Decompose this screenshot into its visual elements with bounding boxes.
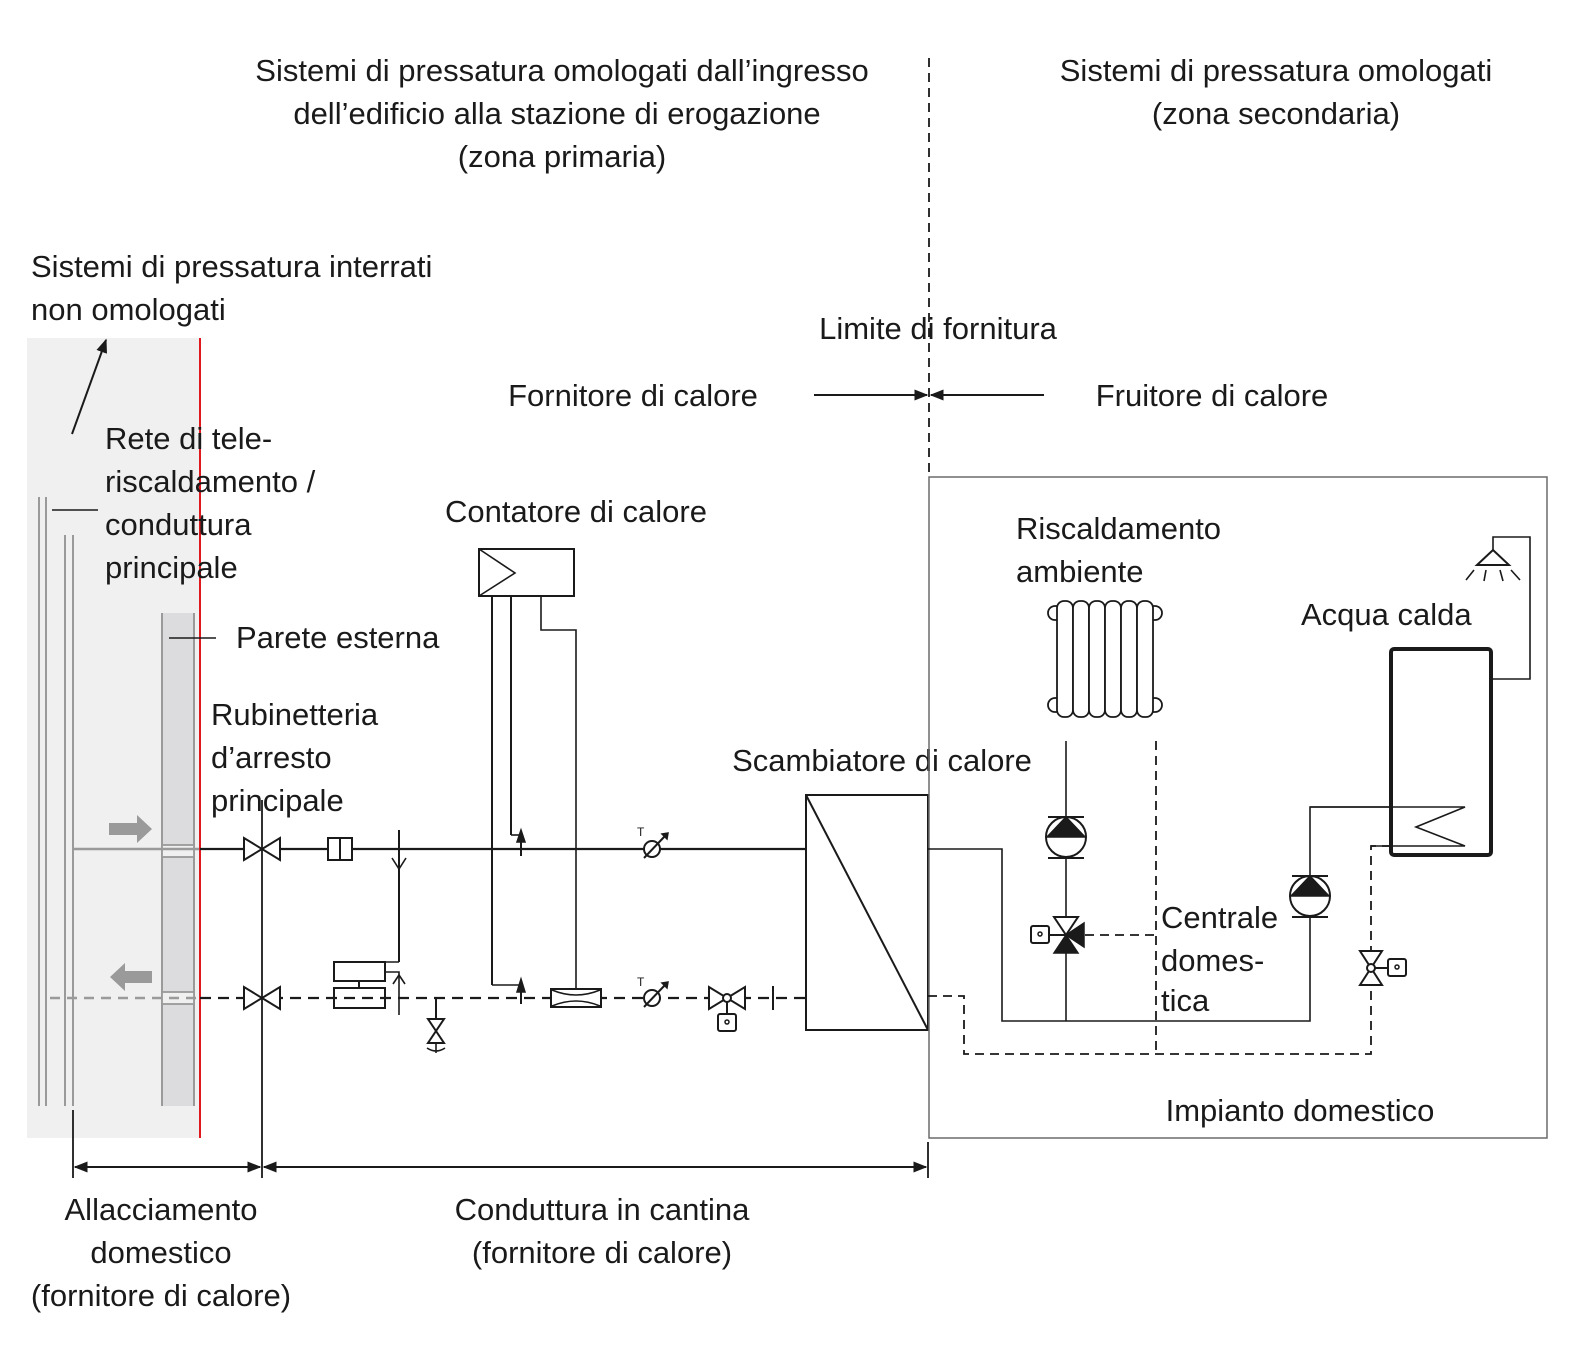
temperature-sensor-mark: T xyxy=(637,975,645,989)
cellar-pipe-line1: Conduttura in cantina xyxy=(455,1192,750,1227)
shower-head-icon xyxy=(1465,548,1521,582)
home-station-line2: domes- xyxy=(1161,943,1264,978)
radiator-column xyxy=(1136,600,1154,718)
cellar-pipe-line2: (fornitore di calore) xyxy=(472,1235,732,1270)
motorized-valve-icon xyxy=(708,985,746,1032)
network-label-line2: riscaldamento / xyxy=(105,464,316,499)
heat-exchanger-label: Scambiatore di calore xyxy=(732,743,1032,778)
radiator-column xyxy=(1056,600,1074,718)
home-station-label: Centrale domes- tica xyxy=(1161,900,1278,1018)
supply-limit-title: Limite di fornitura xyxy=(819,311,1058,346)
gate-valve-icon xyxy=(243,985,281,1011)
radiator-column xyxy=(1072,600,1090,718)
secondary-return-pipe xyxy=(928,845,1390,1055)
motorized-valve-icon xyxy=(1358,950,1407,986)
radiator-column xyxy=(1120,600,1138,718)
network-label: Rete di tele- riscaldamento / conduttura… xyxy=(105,421,316,585)
flow-meter-icon xyxy=(550,988,602,1008)
main-shutoff-line1: Rubinetteria xyxy=(211,697,379,732)
home-installation-box xyxy=(928,476,1548,1139)
circulation-pump-icon xyxy=(1045,815,1087,859)
temperature-sensor-icon: T xyxy=(637,975,669,1008)
room-heating-line2: ambiente xyxy=(1016,554,1144,589)
home-station-line1: Centrale xyxy=(1161,900,1278,935)
primary-zone-line1: Sistemi di pressatura omologati dall’ing… xyxy=(255,53,868,88)
radiator-icon xyxy=(1047,600,1163,718)
gate-valve-icon xyxy=(243,836,281,862)
main-shutoff-label: Rubinetteria d’arresto principale xyxy=(211,697,379,818)
strainer-icon xyxy=(327,837,353,861)
temperature-sensor-supply-probe xyxy=(515,827,527,856)
temperature-sensor-return-probe xyxy=(515,976,527,1004)
primary-zone-line3: (zona primaria) xyxy=(458,139,666,174)
house-connection-line3: (fornitore di calore) xyxy=(31,1278,291,1313)
arrow-left-icon xyxy=(110,963,152,991)
circulation-pump-icon xyxy=(1289,874,1331,918)
outer-wall xyxy=(161,613,195,1106)
room-heating-line1: Riscaldamento xyxy=(1016,511,1221,546)
network-label-line3: conduttura xyxy=(105,507,252,542)
heat-supplier-label: Fornitore di calore xyxy=(508,378,758,413)
radiator-column xyxy=(1104,600,1122,718)
main-shutoff-line2: d’arresto xyxy=(211,740,332,775)
shower-supply-pipe xyxy=(1491,536,1531,680)
differential-pressure-regulator-icon xyxy=(333,830,407,1015)
network-label-line4: principale xyxy=(105,550,238,585)
heat-consumer-label: Fruitore di calore xyxy=(1096,378,1329,413)
hot-water-tank-icon xyxy=(1310,647,1493,857)
secondary-zone-header: Sistemi di pressatura omologati (zona se… xyxy=(1060,53,1492,131)
main-shutoff-line3: principale xyxy=(211,783,344,818)
arrow-right-icon xyxy=(109,815,152,843)
buried-zone xyxy=(27,338,200,1138)
radiator-column xyxy=(1088,600,1106,718)
cellar-pipe-label: Conduttura in cantina (fornitore di calo… xyxy=(455,1192,750,1270)
house-connection-line1: Allacciamento xyxy=(65,1192,258,1227)
drain-valve-icon xyxy=(426,998,446,1053)
house-connection-line2: domestico xyxy=(90,1235,231,1270)
buried-pointer-arrow xyxy=(71,338,107,435)
home-installation-label: Impianto domestico xyxy=(1166,1093,1435,1128)
buried-line1: Sistemi di pressatura interrati xyxy=(31,249,432,284)
heat-meter-calculator-icon xyxy=(478,548,577,989)
heat-meter-label: Contatore di calore xyxy=(445,494,707,529)
buried-line2: non omologati xyxy=(31,292,226,327)
home-station-line3: tica xyxy=(1161,983,1210,1018)
primary-zone-line2: dell’edificio alla stazione di erogazion… xyxy=(293,96,820,131)
network-pipe-inner xyxy=(64,535,74,1106)
network-pipe-outer xyxy=(38,497,47,1106)
network-label-line1: Rete di tele- xyxy=(105,421,272,456)
buried-header: Sistemi di pressatura interrati non omol… xyxy=(31,249,432,327)
temperature-sensor-mark: T xyxy=(637,825,645,839)
heat-exchanger-icon xyxy=(805,794,929,1031)
secondary-zone-line2: (zona secondaria) xyxy=(1152,96,1400,131)
secondary-zone-line1: Sistemi di pressatura omologati xyxy=(1060,53,1492,88)
outer-wall-label: Parete esterna xyxy=(236,620,440,655)
primary-zone-header: Sistemi di pressatura omologati dall’ing… xyxy=(255,53,868,174)
hot-water-label: Acqua calda xyxy=(1301,597,1472,632)
house-connection-label: Allacciamento domestico (fornitore di ca… xyxy=(31,1192,291,1313)
room-heating-label: Riscaldamento ambiente xyxy=(1016,511,1221,589)
three-way-mixing-valve-icon xyxy=(1030,916,1085,954)
temperature-sensor-icon: T xyxy=(637,825,669,859)
